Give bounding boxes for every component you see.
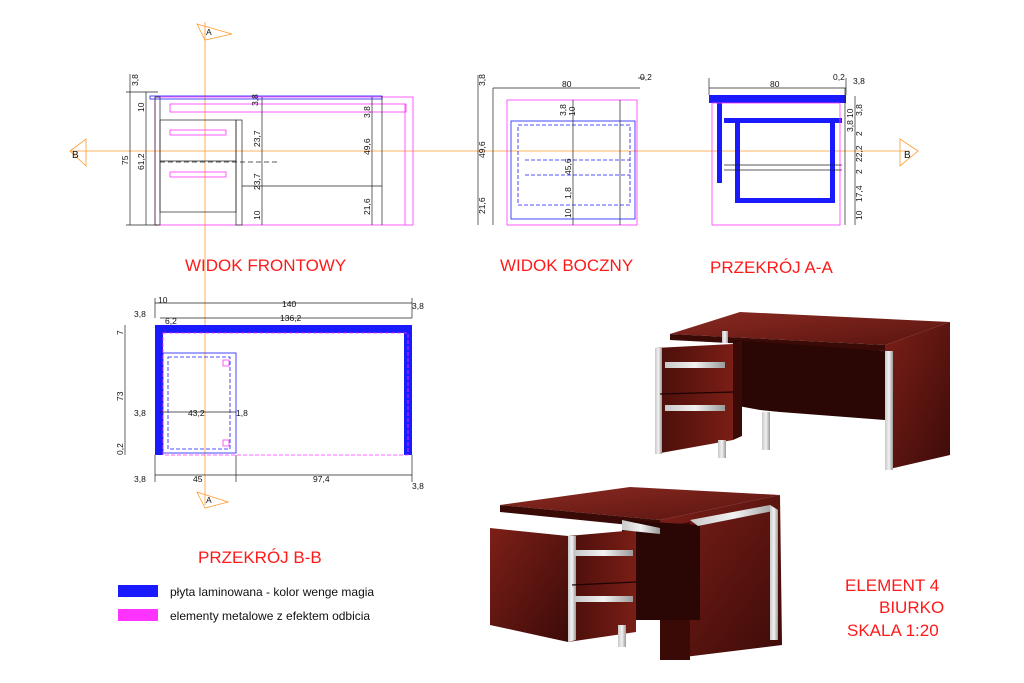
dim-label: 21,6 bbox=[362, 198, 372, 215]
dim-label: 49,6 bbox=[477, 141, 487, 158]
legend: płyta laminowana - kolor wenge magia ele… bbox=[118, 585, 374, 623]
section-mark-a-top: A bbox=[196, 23, 233, 41]
dim-label: 3,8 bbox=[130, 74, 140, 86]
dim-label: 2 bbox=[854, 169, 864, 174]
section-aa-title: PRZEKRÓJ A-A bbox=[710, 258, 833, 277]
dim-label: 10 bbox=[563, 208, 573, 218]
dim-label: 61,2 bbox=[136, 153, 146, 170]
section-aa-drawing bbox=[708, 78, 856, 226]
dim-label: 10 bbox=[567, 106, 577, 116]
dim-label: 3,8 bbox=[134, 408, 146, 418]
dim-label: 17,4 bbox=[854, 185, 864, 202]
dim-label: 45 bbox=[193, 474, 203, 484]
dim-label: 3,8 bbox=[412, 301, 424, 311]
dim-label: 10 bbox=[854, 210, 864, 220]
dim-label: 80 bbox=[770, 79, 780, 89]
dim-label: 10 bbox=[158, 295, 168, 305]
dim-label: 3,8 bbox=[845, 120, 855, 132]
dim-label: 0,2 bbox=[640, 72, 652, 82]
section-mark-label: B bbox=[904, 150, 911, 161]
section-axis-lines bbox=[70, 22, 910, 505]
dim-label: 73 bbox=[115, 391, 125, 401]
legend-swatch-metal bbox=[118, 609, 158, 621]
section-mark-label: A bbox=[206, 27, 212, 37]
dim-label: 23,7 bbox=[252, 173, 262, 190]
legend-swatch-laminate bbox=[118, 585, 158, 597]
dim-label: 3,8 bbox=[250, 94, 260, 106]
section-mark-b-left: B bbox=[69, 138, 87, 167]
front-view-title: WIDOK FRONTOWY bbox=[185, 256, 346, 275]
dim-label: 2 bbox=[854, 131, 864, 136]
dim-label: 45,6 bbox=[563, 158, 573, 175]
dim-label: 23,7 bbox=[252, 130, 262, 147]
dim-label: 3,8 bbox=[853, 76, 865, 86]
dim-label: 3,8 bbox=[412, 481, 424, 491]
section-mark-label: B bbox=[72, 150, 79, 161]
element-name: BIURKO bbox=[879, 598, 944, 617]
dim-label: 1,8 bbox=[236, 408, 248, 418]
legend-label-laminate: płyta laminowana - kolor wenge magia bbox=[170, 585, 374, 599]
dim-label: 49,6 bbox=[362, 138, 372, 155]
dim-label: 136,2 bbox=[280, 313, 302, 323]
side-view-drawing bbox=[477, 75, 645, 226]
section-bb-title: PRZEKRÓJ B-B bbox=[198, 548, 322, 567]
side-view-title: WIDOK BOCZNY bbox=[500, 256, 633, 275]
dim-label: 3,8 bbox=[134, 309, 146, 319]
front-view-drawing bbox=[126, 74, 414, 226]
dim-label: 3,8 bbox=[134, 474, 146, 484]
desk-render-angled bbox=[490, 487, 782, 660]
section-mark-label: A bbox=[206, 495, 212, 505]
dim-label: 22,2 bbox=[854, 145, 864, 162]
dim-label: 10 bbox=[252, 210, 262, 220]
section-mark-a-bottom: A bbox=[196, 491, 230, 509]
dim-label: 75 bbox=[120, 155, 130, 165]
dim-label: 1,8 bbox=[563, 187, 573, 199]
dim-label: 3,8 bbox=[362, 106, 372, 118]
dim-label: 7 bbox=[115, 330, 125, 335]
dim-label: 10 bbox=[136, 102, 146, 112]
dim-label: 97,4 bbox=[313, 474, 330, 484]
section-mark-b-right: B bbox=[899, 138, 919, 167]
element-scale: SKALA 1:20 bbox=[847, 621, 939, 640]
dim-label: 0,2 bbox=[833, 72, 845, 82]
element-number: ELEMENT 4 bbox=[845, 576, 939, 595]
dim-label: 10 bbox=[845, 108, 855, 118]
section-bb-drawing bbox=[124, 298, 413, 482]
desk-render-front bbox=[655, 312, 950, 470]
dim-label: 3,8 bbox=[477, 74, 487, 86]
dim-label: 43,2 bbox=[188, 408, 205, 418]
dim-label: 140 bbox=[282, 299, 296, 309]
dim-label: 6,2 bbox=[165, 316, 177, 326]
element-info: ELEMENT 4 BIURKO SKALA 1:20 bbox=[845, 576, 944, 640]
legend-label-metal: elementy metalowe z efektem odbicia bbox=[170, 609, 370, 623]
dim-label: 80 bbox=[562, 79, 572, 89]
dim-label: 0,2 bbox=[115, 443, 125, 455]
dim-label: 21,6 bbox=[477, 197, 487, 214]
dim-label: 3,8 bbox=[854, 104, 864, 116]
dim-label: 3,8 bbox=[558, 104, 568, 116]
